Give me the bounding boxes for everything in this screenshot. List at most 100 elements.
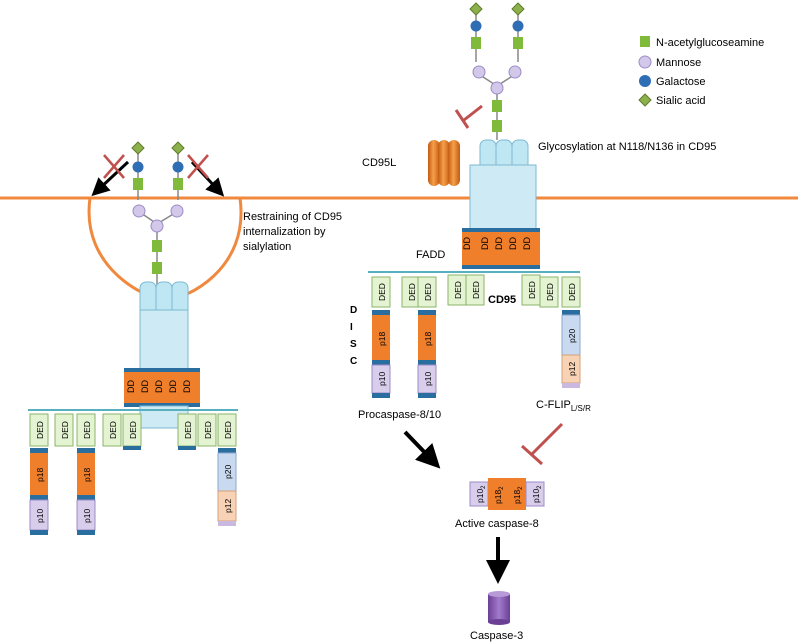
cflip-label: C-FLIPL/S/R	[536, 399, 591, 413]
dd-label: DD	[462, 237, 472, 250]
dd-label: DD	[508, 237, 518, 250]
ded-label: DED	[203, 421, 213, 439]
sialic-acid-icon	[469, 2, 483, 16]
p18-2-label: p182	[512, 486, 524, 504]
p18-label: p18	[35, 468, 45, 482]
p10-label: p10	[423, 372, 433, 386]
p18-text: p18	[493, 490, 503, 504]
legend-label-1: N-acetylglucoseamine	[656, 37, 764, 49]
restraining-line: Restraining of CD95	[243, 211, 342, 223]
right-procaspase-1: p18 p10	[371, 310, 391, 398]
glycan-inhibition-icon	[454, 104, 483, 129]
legend: N-acetylglucoseamine Mannose Galactose S…	[638, 36, 764, 107]
p18-label: p18	[423, 332, 433, 346]
ded-label: DED	[471, 281, 481, 299]
ded-label: DED	[128, 421, 138, 439]
right-ded-domains: DED DED DED DED DED DED DED DED	[371, 274, 581, 308]
right-cd95-receptor	[469, 139, 537, 231]
cflip-sub: L/S/R	[571, 404, 591, 413]
right-dd-row: DD DD DD DD DD	[462, 228, 540, 269]
sub-2: 2	[537, 485, 543, 489]
dd-label: DD	[140, 380, 150, 393]
dd-label: DD	[494, 237, 504, 250]
left-procaspase-1: p18 p10	[29, 448, 49, 535]
caspase3-cylinder	[488, 591, 510, 625]
ded-label: DED	[567, 283, 577, 301]
fadd-label: FADD	[416, 249, 445, 261]
legend-label-3: Galactose	[656, 76, 706, 88]
dd-label: DD	[154, 380, 164, 393]
p12-label: p12	[567, 362, 577, 376]
p10-2-label: p102	[475, 485, 487, 503]
glcnac-icon	[173, 178, 183, 190]
ded-label: DED	[60, 421, 70, 439]
mannose-icon	[490, 81, 504, 95]
disc-letter: I	[350, 322, 353, 333]
ded-label: DED	[527, 281, 537, 299]
p20-label: p20	[223, 465, 233, 479]
cross-icon	[187, 154, 209, 179]
mannose-icon	[150, 219, 164, 233]
activation-arrow	[403, 430, 441, 469]
cap	[178, 446, 196, 450]
p18-2-label: p182	[493, 486, 505, 504]
right-glycan-tree	[469, 2, 525, 140]
cap	[123, 446, 141, 450]
dd-label: DD	[168, 380, 178, 393]
ded-label: DED	[183, 421, 193, 439]
glcnac-icon	[513, 37, 523, 49]
left-cd95-receptor	[139, 281, 189, 373]
ded-label: DED	[423, 283, 433, 301]
cd95-label: CD95	[488, 294, 516, 306]
left-cflip: p20 p12	[217, 448, 237, 526]
dd-label: DD	[522, 237, 532, 250]
ded-label: DED	[82, 421, 92, 439]
dd-label: DD	[182, 380, 192, 393]
legend-label-2: Mannose	[656, 57, 701, 69]
disc-letter: C	[350, 356, 357, 367]
right-cflip: p20 p12	[561, 310, 581, 388]
disc-label: D I S C	[350, 305, 357, 367]
p10-label: p10	[82, 509, 92, 523]
sub-2: 2	[481, 485, 487, 489]
ded-label: DED	[223, 421, 233, 439]
caspase3-label: Caspase-3	[470, 630, 523, 642]
restraining-label: Restraining of CD95 internalization by s…	[243, 211, 342, 253]
glcnac-icon	[152, 240, 162, 252]
right-procaspase-2: p18 p10	[417, 310, 437, 398]
mannose-icon	[170, 204, 184, 218]
left-procaspase-2: p18 p10	[76, 448, 96, 535]
mannose-icon	[472, 65, 486, 79]
sialic-acid-icon	[171, 141, 185, 155]
ded-label: DED	[407, 283, 417, 301]
glycosylation-label: Glycosylation at N118/N136 in CD95	[538, 141, 716, 153]
restraining-line: sialylation	[243, 241, 291, 253]
cflip-main: C-FLIP	[536, 399, 571, 411]
p18-text: p18	[512, 490, 522, 504]
galactose-icon	[172, 161, 184, 173]
p18-label: p18	[377, 332, 387, 346]
galactose-icon	[512, 20, 524, 32]
mannose-icon	[132, 204, 146, 218]
glcnac-icon	[471, 37, 481, 49]
ded-label: DED	[377, 283, 387, 301]
sialic-acid-icon	[131, 141, 145, 155]
sub-2: 2	[499, 486, 505, 490]
dd-label: DD	[480, 237, 490, 250]
p18-label: p18	[82, 468, 92, 482]
p20-label: p20	[567, 329, 577, 343]
legend-mannose-icon	[638, 55, 652, 69]
glcnac-icon	[133, 178, 143, 190]
sialic-acid-icon	[511, 2, 525, 16]
cflip-inhibition-icon	[520, 422, 564, 466]
p10-label: p10	[35, 509, 45, 523]
cd95l-label: CD95L	[362, 157, 396, 169]
active-caspase8-label: Active caspase-8	[455, 518, 539, 530]
legend-glcnac-icon	[640, 36, 650, 47]
disc-letter: D	[350, 305, 357, 316]
p10-text: p10	[475, 489, 485, 503]
dd-label: DD	[126, 380, 136, 393]
p10-text: p10	[531, 489, 541, 503]
ded-label: DED	[108, 421, 118, 439]
